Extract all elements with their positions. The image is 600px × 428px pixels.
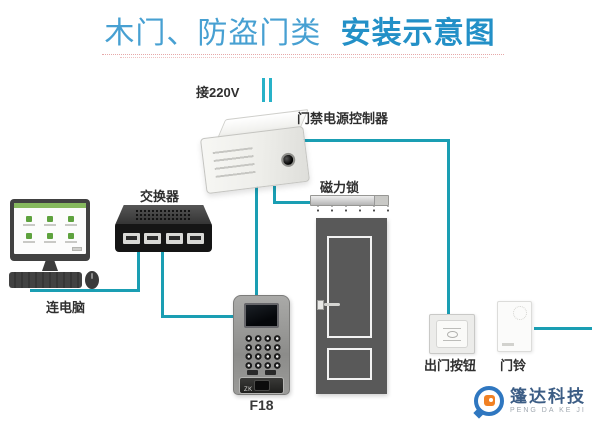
wire-controller-to-maglock-h [273, 201, 311, 204]
label-doorbell: 门铃 [500, 358, 527, 373]
psu-vents [212, 147, 256, 178]
access-power-controller-device [198, 108, 310, 196]
f18-function-key [265, 370, 276, 375]
app-icon [19, 212, 40, 229]
doorbell-speaker [513, 306, 527, 320]
f18-screen [244, 303, 279, 328]
switch-port [165, 232, 183, 244]
doorbell-device [497, 301, 532, 352]
logo-p-mark [484, 395, 495, 406]
switch-port [187, 232, 205, 244]
psu-cable-hole [280, 152, 297, 168]
switch-front-ports [115, 224, 212, 252]
f18-function-key [247, 370, 258, 375]
maglock-end-cap [374, 196, 388, 205]
door-handle-plate [317, 300, 324, 310]
app-icon [40, 212, 61, 229]
title-door-types: 木门、防盗门类 [104, 17, 322, 50]
app-icon [19, 229, 40, 246]
software-icon-grid [14, 208, 86, 254]
label-exit-button: 出门按钮 [424, 358, 477, 373]
wire-computer-to-switch-v [137, 247, 140, 292]
wire-computer-to-switch-h [30, 289, 140, 292]
maglock-armature-plate [307, 206, 391, 213]
page-title: 木门、防盗门类 安装示意图 [0, 8, 600, 52]
exit-button-plate [436, 320, 468, 348]
wire-doorbell-h [534, 327, 592, 330]
wire-controller-to-exitbutton-h [290, 139, 450, 142]
magnetic-lock-device [310, 195, 389, 206]
company-name: 篷达科技 [510, 387, 586, 406]
door-panel-bottom [327, 348, 372, 380]
label-access-device: F18 [249, 397, 274, 413]
door-illustration [316, 218, 387, 394]
switch-vent-dots [135, 209, 192, 221]
doorbell-tag [502, 343, 514, 346]
f18-brand-text: ZK [244, 387, 253, 393]
f18-keypad [243, 333, 281, 369]
door-handle [324, 303, 340, 306]
power-plug-bar-icon [269, 78, 272, 102]
psu-body [199, 125, 310, 195]
wire-controller-to-f18-v [255, 186, 258, 296]
company-name-romanized: PENG DA KE JI [510, 407, 586, 414]
app-icon [60, 212, 81, 229]
wire-controller-to-exitbutton-v [447, 139, 450, 314]
label-power-controller: 门禁电源控制器 [297, 111, 389, 126]
f18-access-control-device: ZK [233, 295, 290, 395]
company-logo: 篷达科技 PENG DA KE JI [473, 386, 586, 419]
company-logo-text: 篷达科技 PENG DA KE JI [510, 388, 586, 414]
monitor-stand [42, 261, 58, 271]
computer-monitor [10, 199, 90, 261]
f18-fingerprint-slot [254, 380, 270, 391]
wire-switch-to-f18-h [161, 315, 235, 318]
switch-port [122, 232, 140, 244]
computer-mouse [85, 271, 99, 289]
label-power-input: 接220V [196, 85, 240, 100]
monitor-screen [14, 203, 86, 254]
switch-port [144, 232, 162, 244]
door-panel-top [327, 236, 372, 338]
wire-controller-to-maglock-v [273, 186, 276, 204]
switch-top-face [115, 205, 212, 225]
label-computer: 连电脑 [46, 300, 86, 315]
title-underline-dotted-1 [102, 54, 504, 55]
company-logo-icon [473, 386, 504, 419]
exit-button-device [429, 314, 475, 354]
power-plug-bar-icon [262, 78, 265, 102]
software-button [72, 247, 82, 251]
f18-fingerprint-reader: ZK [239, 377, 284, 394]
computer-keyboard [9, 272, 82, 288]
label-magnetic-lock: 磁力锁 [320, 180, 360, 195]
wire-switch-to-f18-v [161, 247, 164, 318]
network-switch-device [115, 205, 212, 252]
app-icon [60, 229, 81, 246]
label-network-switch: 交换器 [140, 189, 180, 204]
software-titlebar [14, 203, 86, 208]
title-underline-dotted-2 [120, 57, 488, 58]
app-icon [40, 229, 61, 246]
title-installation-schematic: 安装示意图 [340, 17, 496, 50]
